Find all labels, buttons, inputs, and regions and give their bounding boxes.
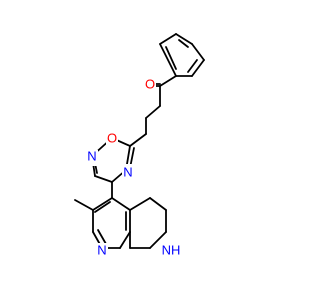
bond [111, 197, 131, 211]
bond [145, 105, 161, 119]
bond [175, 33, 193, 45]
oxadiazole-oxygen: O [106, 131, 118, 148]
atom-label: O [107, 131, 117, 146]
bond [94, 175, 113, 183]
atom-label: O [145, 77, 155, 92]
atom-label: NH [162, 243, 181, 258]
bond [191, 43, 205, 61]
naphthyridine-ring [74, 197, 167, 249]
oxadiazole-nitrogen-upper: N [122, 164, 134, 180]
molecule-canvas: O O N N N NH [74, 33, 205, 259]
bond [97, 229, 107, 245]
structure-diagram: O O N N N NH [74, 33, 205, 259]
bond [187, 59, 198, 73]
bond [159, 33, 177, 45]
pyridine-nitrogen: N [96, 243, 108, 259]
carbonyl-oxygen: O [144, 76, 156, 92]
bond [92, 197, 113, 211]
bond [119, 231, 131, 249]
oxadiazole-nitrogen-lower: N [86, 149, 98, 166]
bond [94, 201, 111, 213]
bond [149, 231, 167, 249]
bond [74, 199, 94, 211]
bond [149, 197, 167, 211]
phenyl-ring [159, 33, 205, 77]
bond [159, 75, 177, 87]
bond [129, 197, 151, 211]
bond [191, 59, 205, 77]
bond [165, 46, 177, 70]
atom-label: N [87, 149, 96, 164]
atom-label: N [123, 165, 132, 180]
atom-label: N [97, 243, 106, 258]
bond [178, 39, 189, 48]
bond [129, 133, 147, 147]
amine-nitrogen: NH [158, 242, 184, 258]
bond [159, 43, 177, 77]
